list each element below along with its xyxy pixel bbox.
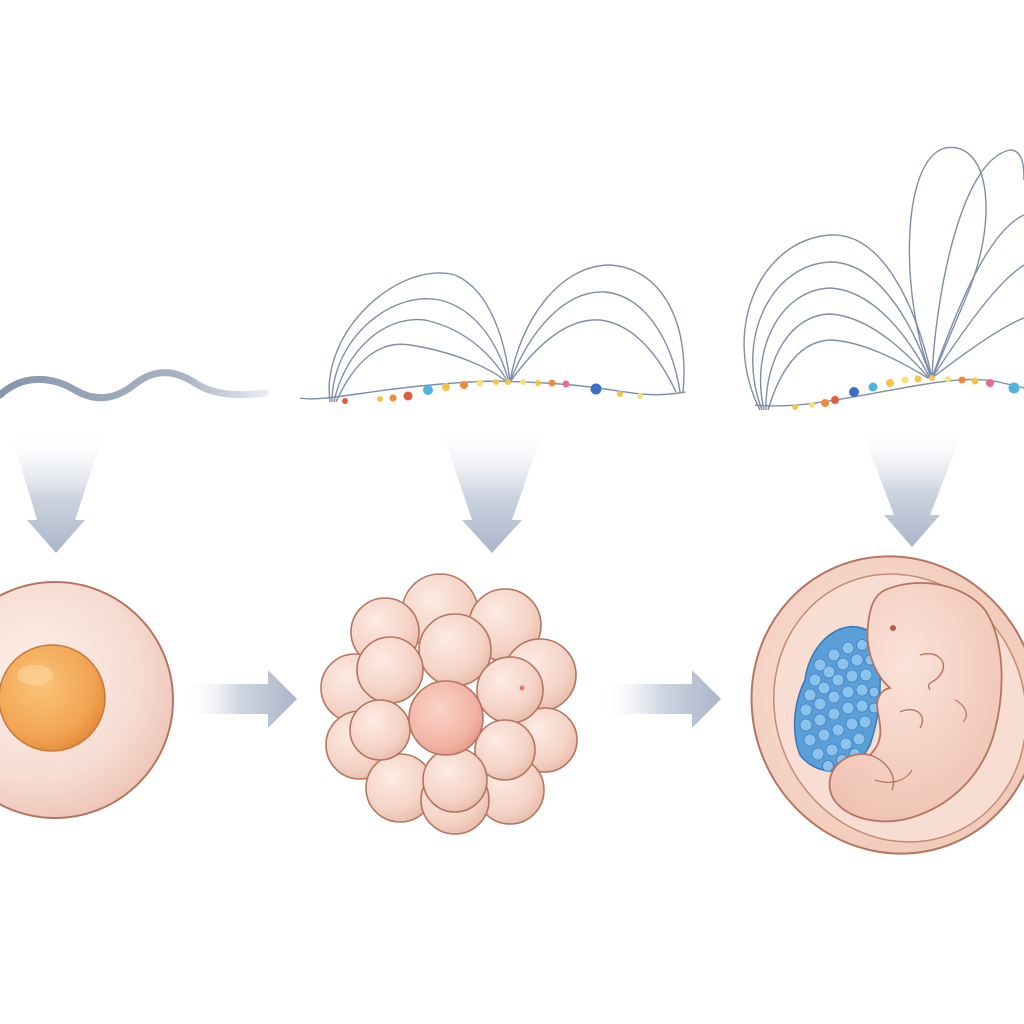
looped-arcs-few — [299, 264, 686, 403]
embryo-in-sac — [750, 555, 1024, 855]
down-arrow-3 — [860, 425, 965, 547]
single-cell-zygote — [0, 581, 174, 819]
morula-cell-cluster — [320, 573, 578, 835]
bead-row-stage-2 — [342, 379, 643, 404]
bead-row-stage-3 — [792, 375, 1020, 410]
looped-arcs-many — [743, 146, 1024, 411]
down-arrow-2 — [440, 425, 545, 553]
right-arrow-1 — [182, 670, 297, 728]
wavy-line — [0, 369, 269, 402]
down-arrow-1 — [10, 430, 105, 553]
curled-embryo — [828, 582, 1003, 823]
blue-cell-cluster — [793, 625, 881, 772]
right-arrow-2 — [600, 670, 721, 728]
